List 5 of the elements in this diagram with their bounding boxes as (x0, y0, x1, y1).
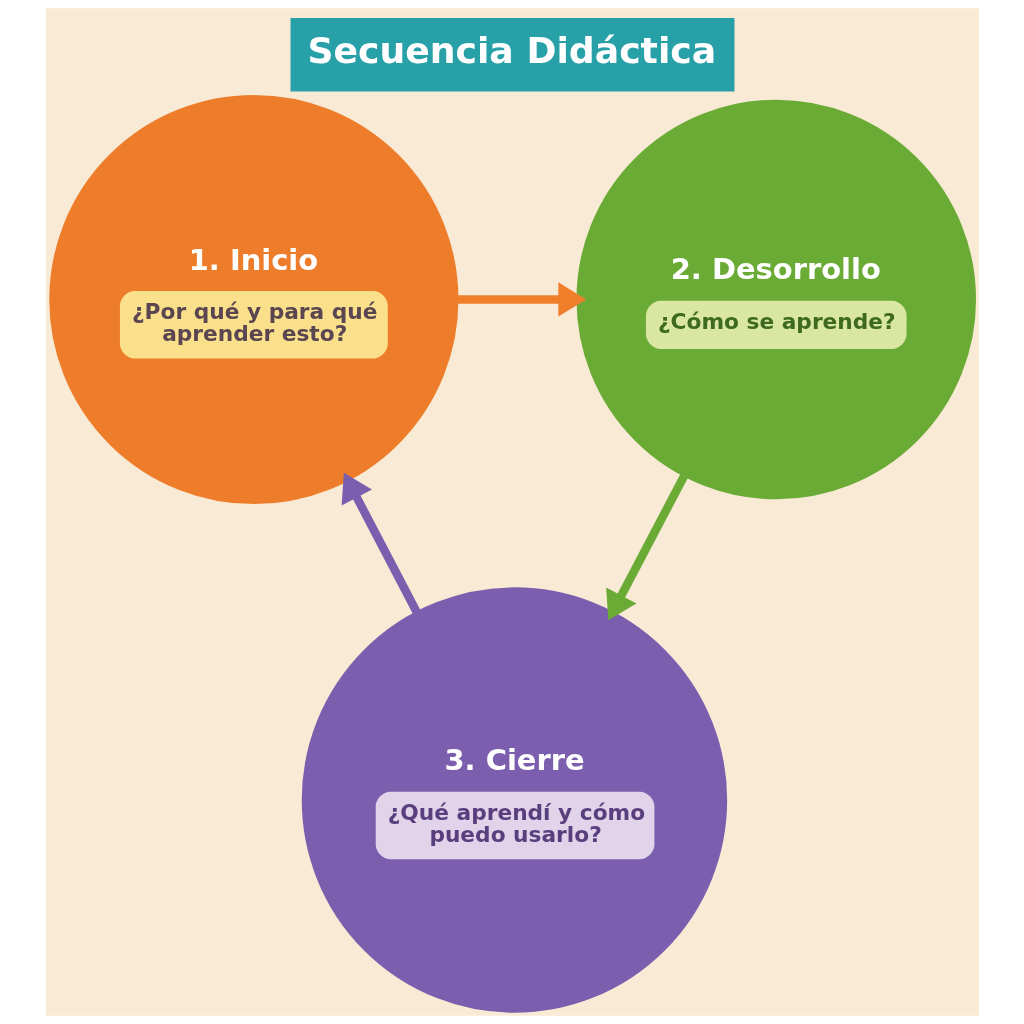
arrow (341, 472, 421, 615)
arrow (456, 282, 586, 317)
node-circle: 2. Desorrollo ¿Cómo se aprende? (575, 99, 976, 500)
diagram-title: Secuencia Didáctica (306, 29, 716, 73)
arrow (605, 473, 688, 621)
